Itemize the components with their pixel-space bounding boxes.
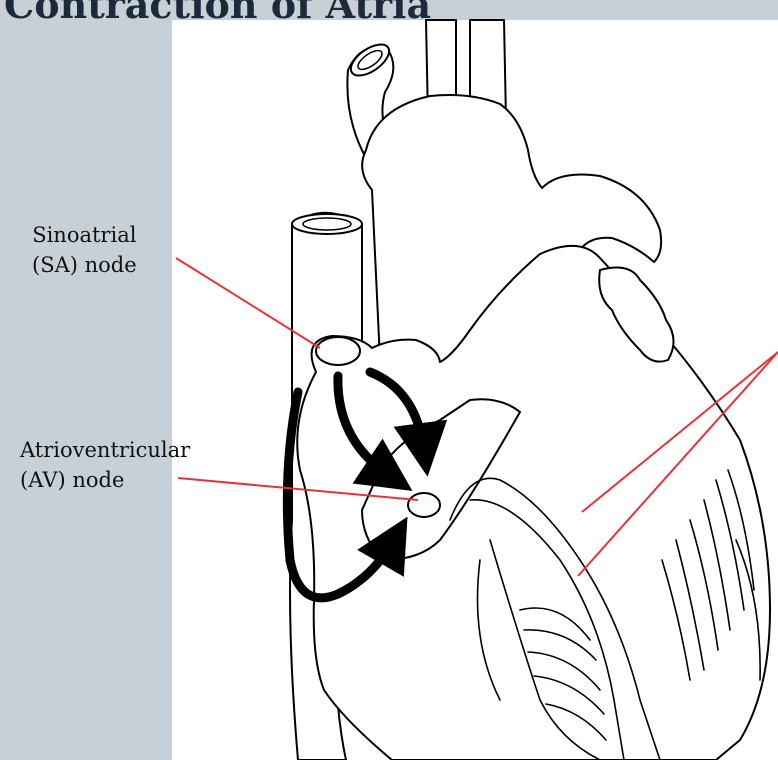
sa-node-label: Sinoatrial (SA) node [32, 220, 137, 280]
av-node-label: Atrioventricular (AV) node [20, 435, 190, 495]
av-node-label-line2: (AV) node [20, 465, 190, 495]
sa-node-label-line1: Sinoatrial [32, 220, 137, 250]
av-node-label-line1: Atrioventricular [20, 435, 190, 465]
sa-node [316, 337, 360, 365]
slide-title: Contraction of Atria [4, 0, 431, 27]
av-node [408, 493, 440, 517]
sa-node-label-line2: (SA) node [32, 250, 137, 280]
